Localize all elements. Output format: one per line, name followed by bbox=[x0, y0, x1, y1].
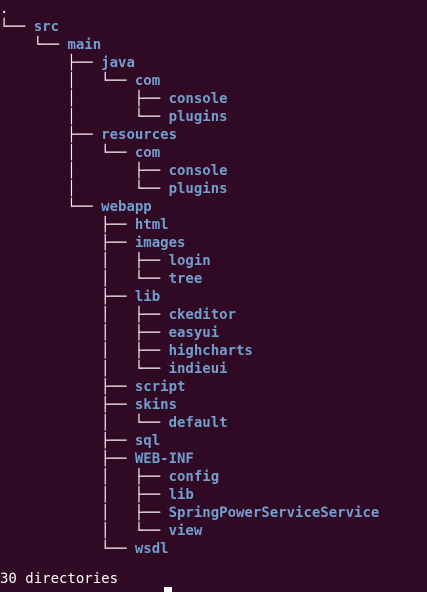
directory-name: html bbox=[134, 217, 169, 233]
tree-row: ├── html bbox=[0, 216, 169, 234]
directory-name: main bbox=[67, 37, 102, 53]
tree-branch: │ ├── bbox=[0, 343, 169, 359]
directory-name: lib bbox=[134, 289, 161, 305]
tree-row: └── webapp bbox=[0, 198, 152, 216]
tree-row: │ └── default bbox=[0, 414, 228, 432]
directory-name: plugins bbox=[168, 109, 228, 125]
tree-branch: │ ├── bbox=[0, 307, 169, 323]
tree-branch: │ └── bbox=[0, 523, 169, 539]
tree-row: │ ├── console bbox=[0, 90, 228, 108]
tree-row: │ └── indieui bbox=[0, 360, 228, 378]
tree-row: ├── java bbox=[0, 54, 135, 72]
tree-branch: └── bbox=[0, 541, 135, 557]
directory-name: sql bbox=[134, 433, 161, 449]
tree-branch: ├── bbox=[0, 127, 102, 143]
tree-row: │ ├── easyui bbox=[0, 324, 219, 342]
directory-name: skins bbox=[134, 397, 178, 413]
directory-name: easyui bbox=[168, 325, 220, 341]
directory-name: script bbox=[134, 379, 186, 395]
tree-row: ├── images bbox=[0, 234, 185, 252]
tree-branch: │ └── bbox=[0, 109, 169, 125]
tree-branch: │ └── bbox=[0, 181, 169, 197]
tree-row: │ ├── config bbox=[0, 468, 219, 486]
tree-branch: │ └── bbox=[0, 271, 169, 287]
tree-branch: │ ├── bbox=[0, 91, 169, 107]
directory-name: SpringPowerServiceService bbox=[168, 505, 380, 521]
tree-row: ├── skins bbox=[0, 396, 177, 414]
tree-branch: │ └── bbox=[0, 73, 135, 89]
directory-name: images bbox=[134, 235, 186, 251]
tree-row: │ └── com bbox=[0, 72, 160, 90]
tree-row: └── wsdl bbox=[0, 540, 169, 558]
tree-row: ├── lib bbox=[0, 288, 160, 306]
tree-row: │ ├── login bbox=[0, 252, 211, 270]
tree-branch: │ ├── bbox=[0, 163, 169, 179]
tree-branch: ├── bbox=[0, 397, 135, 413]
directory-name: console bbox=[168, 163, 228, 179]
tree-branch: │ ├── bbox=[0, 487, 169, 503]
tree-branch: └── bbox=[0, 37, 68, 53]
tree-branch: │ └── bbox=[0, 145, 135, 161]
directory-name: lib bbox=[168, 487, 194, 503]
directory-name: ckeditor bbox=[168, 307, 237, 323]
directory-count: 30 directories bbox=[0, 571, 119, 587]
directory-name: view bbox=[168, 523, 203, 539]
directory-name: java bbox=[101, 55, 135, 71]
directory-name: config bbox=[168, 469, 220, 485]
tree-branch: ├── bbox=[0, 235, 135, 251]
tree-row: ├── resources bbox=[0, 126, 177, 144]
tree-branch: │ └── bbox=[0, 361, 169, 377]
directory-name: tree bbox=[168, 271, 203, 287]
tree-branch: ├── bbox=[0, 451, 135, 467]
directory-name: wsdl bbox=[134, 541, 169, 557]
tree-branch: ├── bbox=[0, 379, 135, 395]
tree-row: └── main bbox=[0, 36, 101, 54]
tree-branch: └── bbox=[0, 199, 102, 215]
tree-branch: │ ├── bbox=[0, 253, 169, 269]
tree-row: │ └── plugins bbox=[0, 108, 228, 126]
directory-name: src bbox=[33, 19, 60, 35]
tree-row: │ └── tree bbox=[0, 270, 202, 288]
tree-row: ├── WEB-INF bbox=[0, 450, 194, 468]
tree-row: └── src bbox=[0, 18, 59, 36]
terminal-cursor bbox=[164, 587, 172, 592]
directory-name: console bbox=[168, 91, 228, 107]
tree-row: │ └── com bbox=[0, 144, 160, 162]
tree-branch: │ ├── bbox=[0, 469, 169, 485]
tree-row: │ └── plugins bbox=[0, 180, 228, 198]
directory-name: com bbox=[134, 145, 161, 161]
directory-name: login bbox=[168, 253, 211, 269]
tree-row: │ └── view bbox=[0, 522, 202, 540]
tree-row: │ ├── console bbox=[0, 162, 228, 180]
tree-branch: │ ├── bbox=[0, 505, 169, 521]
directory-name: indieui bbox=[168, 361, 228, 377]
tree-row: │ ├── SpringPowerServiceService bbox=[0, 504, 379, 522]
directory-name: webapp bbox=[101, 199, 152, 215]
tree-row: . bbox=[0, 0, 8, 18]
tree-branch: ├── bbox=[0, 217, 135, 233]
directory-name: highcharts bbox=[168, 343, 253, 359]
tree-row: ├── script bbox=[0, 378, 185, 396]
tree-branch: │ ├── bbox=[0, 325, 169, 341]
tree-branch: ├── bbox=[0, 289, 135, 305]
directory-name: resources bbox=[101, 127, 178, 143]
tree-branch: │ └── bbox=[0, 415, 169, 431]
tree-branch: └── bbox=[0, 19, 34, 35]
tree-row: │ ├── ckeditor bbox=[0, 306, 236, 324]
directory-name: . bbox=[0, 1, 9, 17]
directory-name: com bbox=[134, 73, 161, 89]
tree-row: │ ├── highcharts bbox=[0, 342, 253, 360]
tree-row: ├── sql bbox=[0, 432, 160, 450]
tree-row: │ ├── lib bbox=[0, 486, 194, 504]
tree-branch: ├── bbox=[0, 433, 135, 449]
directory-name: default bbox=[168, 415, 228, 431]
tree-branch: ├── bbox=[0, 55, 102, 71]
directory-name: WEB-INF bbox=[134, 451, 194, 467]
directory-name: plugins bbox=[168, 181, 228, 197]
